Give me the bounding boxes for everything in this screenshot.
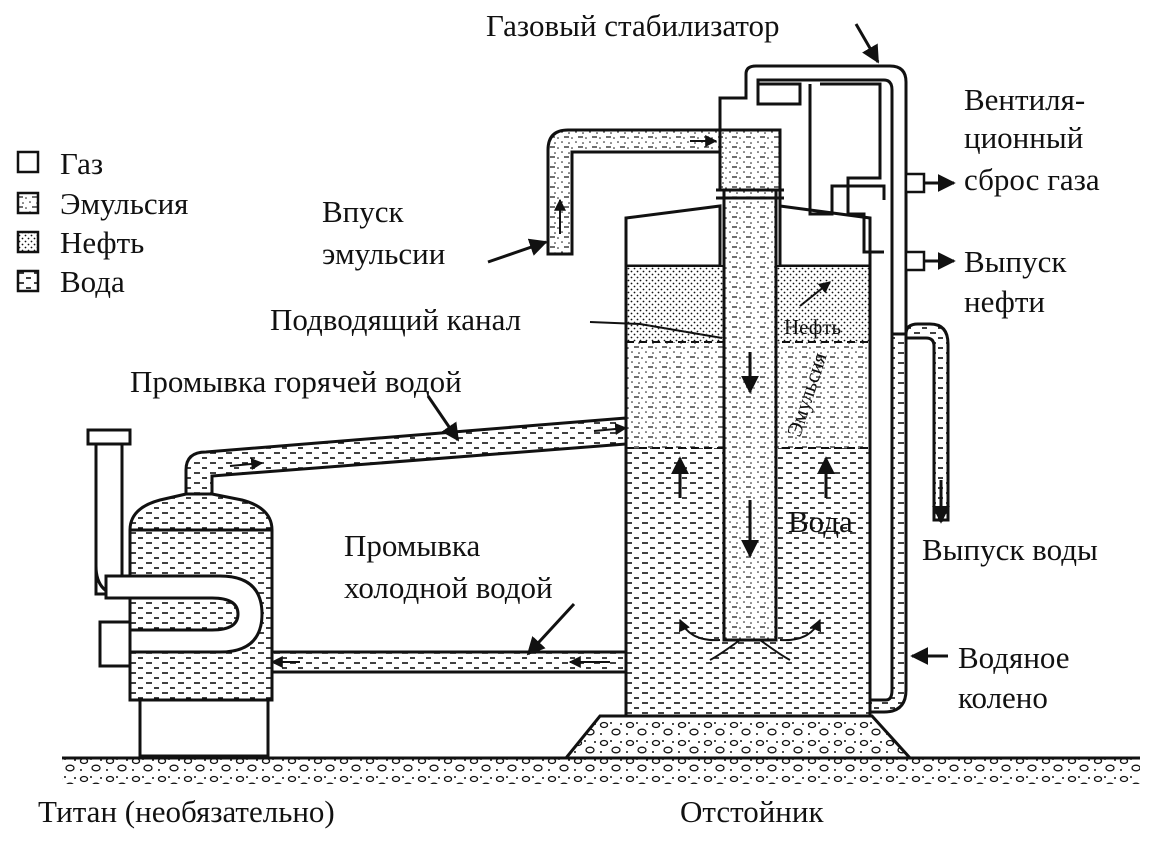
label-cold-wash-line2: холодной водой xyxy=(344,570,553,605)
label-cold-wash-line1: Промывка xyxy=(344,528,480,563)
legend-swatch-gas xyxy=(16,150,40,174)
gas-stabilizer xyxy=(718,64,956,334)
label-vent-line1: Вентиля- xyxy=(964,82,1085,117)
label-in-tank-water: Вода xyxy=(788,504,853,539)
legend-swatch-emulsion xyxy=(16,191,40,215)
label-water-leg-line2: колено xyxy=(958,680,1048,715)
label-hot-wash: Промывка горячей водой xyxy=(130,364,462,399)
label-settler: Отстойник xyxy=(680,794,824,829)
legend-label-oil: Нефть xyxy=(60,225,144,260)
label-vent-line3: сброс газа xyxy=(964,162,1100,197)
label-oil-outlet-line1: Выпуск xyxy=(964,244,1067,279)
legend-label-water: Вода xyxy=(60,264,125,299)
label-emulsion-inlet-line2: эмульсии xyxy=(322,236,445,271)
legend-label-gas: Газ xyxy=(60,146,103,181)
label-feed-channel: Подводящий канал xyxy=(270,302,521,337)
legend-swatch-oil xyxy=(16,230,40,254)
legend-item-gas: Газ xyxy=(16,146,103,181)
legend: Газ Эмульсия Нефть Вода xyxy=(16,146,188,299)
heater-titan xyxy=(86,428,274,758)
label-heater: Титан (необязательно) xyxy=(38,794,335,829)
label-emulsion-inlet-line1: Впуск xyxy=(322,194,405,229)
label-in-tank-oil: Нефть xyxy=(784,315,841,339)
water-leg xyxy=(868,322,950,714)
settler-foundation xyxy=(562,714,914,760)
emulsion-inlet-pipe xyxy=(546,128,722,256)
ground xyxy=(62,714,1140,784)
label-vent-line2: ционный xyxy=(964,120,1083,155)
legend-label-emulsion: Эмульсия xyxy=(60,186,188,221)
feed-channel xyxy=(671,128,835,661)
legend-item-emulsion: Эмульсия xyxy=(16,186,188,221)
legend-swatch-water xyxy=(16,269,40,293)
hot-water-pipe xyxy=(184,416,628,496)
cold-water-pipe xyxy=(270,650,628,674)
label-water-outlet: Выпуск воды xyxy=(922,532,1098,567)
legend-item-oil: Нефть xyxy=(16,225,144,260)
label-gas-stabilizer: Газовый стабилизатор xyxy=(486,8,780,43)
legend-item-water: Вода xyxy=(16,264,125,299)
label-water-leg-line1: Водяное xyxy=(958,640,1070,675)
label-oil-outlet-line2: нефти xyxy=(964,284,1045,319)
labels: Газовый стабилизатор Вентиля- ционный сб… xyxy=(38,8,1100,829)
